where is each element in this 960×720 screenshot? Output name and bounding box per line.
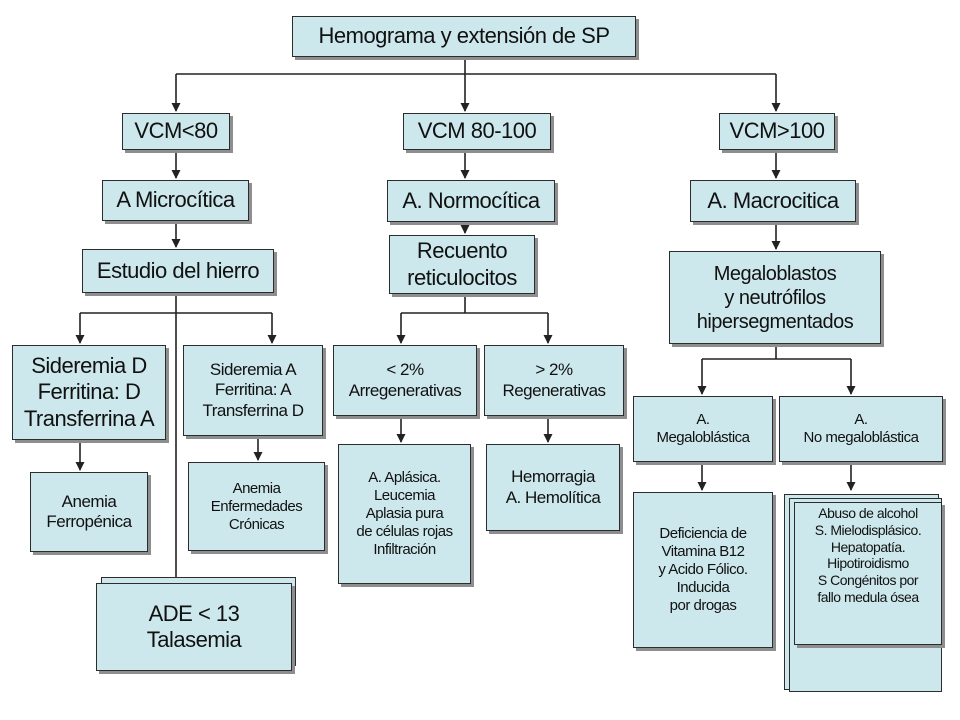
chronic-anemia-line-1: Anemia: [232, 479, 281, 497]
chronic-disease-anemia-node: Anemia Enfermedades Crónicas: [188, 462, 325, 551]
ferropenic-params-node: Sideremia D Ferritina: D Transferrina A: [12, 345, 166, 440]
vcm-mid-node: VCM 80-100: [403, 113, 551, 150]
ferropenic-anemia-line-1: Anemia: [61, 491, 117, 511]
reticulocyte-line-2: reticulocitos: [407, 264, 517, 290]
reticulocyte-count-node: Recuento reticulocitos: [389, 235, 535, 294]
iron-study-label: Estudio del hierro: [96, 257, 260, 283]
microcytic-label: A Microcítica: [116, 187, 235, 213]
chronic-params-line-2: Ferritina: A: [214, 380, 292, 400]
root-node: Hemograma y extensión de SP: [292, 16, 636, 57]
megaloblastic-line-2: Megaloblástica: [656, 429, 750, 446]
arregenerative-line-1: < 2%: [386, 360, 424, 380]
normocytic-label: A. Normocítica: [402, 187, 540, 213]
chronic-anemia-line-3: Crónicas: [228, 515, 285, 533]
ferropenic-params-line-1: Sideremia D: [31, 352, 147, 378]
non-megaloblastic-node: A. No megaloblástica: [779, 396, 943, 462]
regenerative-line-1: > 2%: [535, 360, 573, 380]
chronic-anemia-line-2: Enfermedades: [210, 497, 303, 515]
chronic-params-node: Sideremia A Ferritina: A Transferrina D: [183, 345, 323, 436]
normocytic-node: A. Normocítica: [387, 180, 555, 222]
regenerative-node: > 2% Regenerativas: [484, 345, 624, 416]
reticulocyte-line-1: Recuento: [416, 238, 508, 264]
arregenerative-causes-line-3: Aplasia pura: [365, 505, 444, 522]
arregenerative-causes-line-5: Infiltración: [373, 541, 436, 558]
megaloblastic-causes-line-4: Inducida: [676, 579, 730, 596]
regenerative-causes-node: Hemorragia A. Hemolítica: [486, 444, 620, 531]
megaloblasts-line-3: hipersegmentados: [696, 310, 854, 333]
chronic-params-line-1: Sideremia A: [209, 359, 297, 379]
arregenerative-causes-line-4: de células rojas: [356, 523, 453, 540]
non-megaloblastic-causes-line-6: fallo medula ósea: [817, 588, 919, 605]
megaloblastic-causes-line-2: Vitamina B12: [661, 543, 745, 560]
non-megaloblastic-causes-line-2: S. Mielodisplásico.: [814, 521, 922, 538]
arregenerative-node: < 2% Arregenerativas: [333, 345, 477, 416]
arregenerative-causes-line-1: A. Aplásica.: [368, 469, 441, 486]
arregenerative-causes-line-2: Leucemia: [373, 487, 436, 504]
vcm-low-label: VCM<80: [134, 118, 218, 144]
regenerative-causes-line-1: Hemorragia: [511, 467, 595, 487]
ferropenic-params-line-3: Transferrina A: [23, 405, 155, 431]
microcytic-node: A Microcítica: [102, 180, 249, 221]
regenerative-line-2: Regenerativas: [502, 380, 606, 400]
arregenerative-causes-node: A. Aplásica. Leucemia Aplasia pura de cé…: [338, 444, 471, 584]
megaloblastic-causes-line-1: Deficiencia de: [659, 525, 747, 542]
non-megaloblastic-causes-line-4: Hipotiroidismo: [827, 555, 909, 572]
megaloblastic-line-1: A.: [696, 411, 710, 428]
ferropenic-anemia-line-2: Ferropénica: [46, 512, 132, 531]
chronic-params-line-3: Transferrina D: [202, 400, 304, 420]
non-megaloblastic-causes-line-5: S Congénitos por: [817, 572, 919, 589]
macrocytic-label: A. Macrocitica: [707, 187, 839, 213]
non-megaloblastic-causes-line-3: Hepatopatía.: [830, 538, 906, 555]
non-megaloblastic-causes-line-1: Abuso de alcohol: [818, 505, 918, 521]
non-megaloblastic-line-1: A.: [854, 411, 868, 428]
iron-study-node: Estudio del hierro: [82, 249, 274, 293]
megaloblastic-causes-line-3: y Acido Fólico.: [658, 561, 748, 578]
megaloblasts-node: Megaloblastos y neutrófilos hipersegment…: [669, 251, 881, 344]
regenerative-causes-line-2: A. Hemolítica: [505, 487, 601, 507]
thalassemia-node: ADE < 13 Talasemia: [96, 583, 292, 671]
thalassemia-line-1: ADE < 13: [148, 600, 240, 626]
vcm-low-node: VCM<80: [122, 113, 230, 150]
megaloblastic-causes-line-5: por drogas: [669, 597, 737, 614]
root-line-1: Hemograma y extensión de SP: [318, 23, 611, 49]
megaloblasts-line-1: Megaloblastos: [713, 262, 837, 285]
vcm-high-label: VCM>100: [729, 118, 825, 144]
vcm-high-node: VCM>100: [719, 113, 835, 150]
ferropenic-params-line-2: Ferritina: D: [37, 379, 141, 405]
megaloblastic-causes-node: Deficiencia de Vitamina B12 y Acido Fóli…: [633, 492, 773, 648]
thalassemia-line-2: Talasemia: [146, 627, 242, 652]
non-megaloblastic-line-2: No megaloblástica: [803, 429, 919, 446]
megaloblasts-line-2: y neutrófilos: [724, 286, 826, 309]
vcm-mid-label: VCM 80-100: [417, 118, 537, 144]
arregenerative-line-2: Arregenerativas: [348, 380, 462, 400]
macrocytic-node: A. Macrocitica: [690, 180, 856, 222]
megaloblastic-node: A. Megaloblástica: [633, 396, 773, 462]
non-megaloblastic-causes-node: Abuso de alcohol S. Mielodisplásico. Hep…: [794, 502, 942, 645]
ferropenic-anemia-node: Anemia Ferropénica: [30, 472, 148, 552]
